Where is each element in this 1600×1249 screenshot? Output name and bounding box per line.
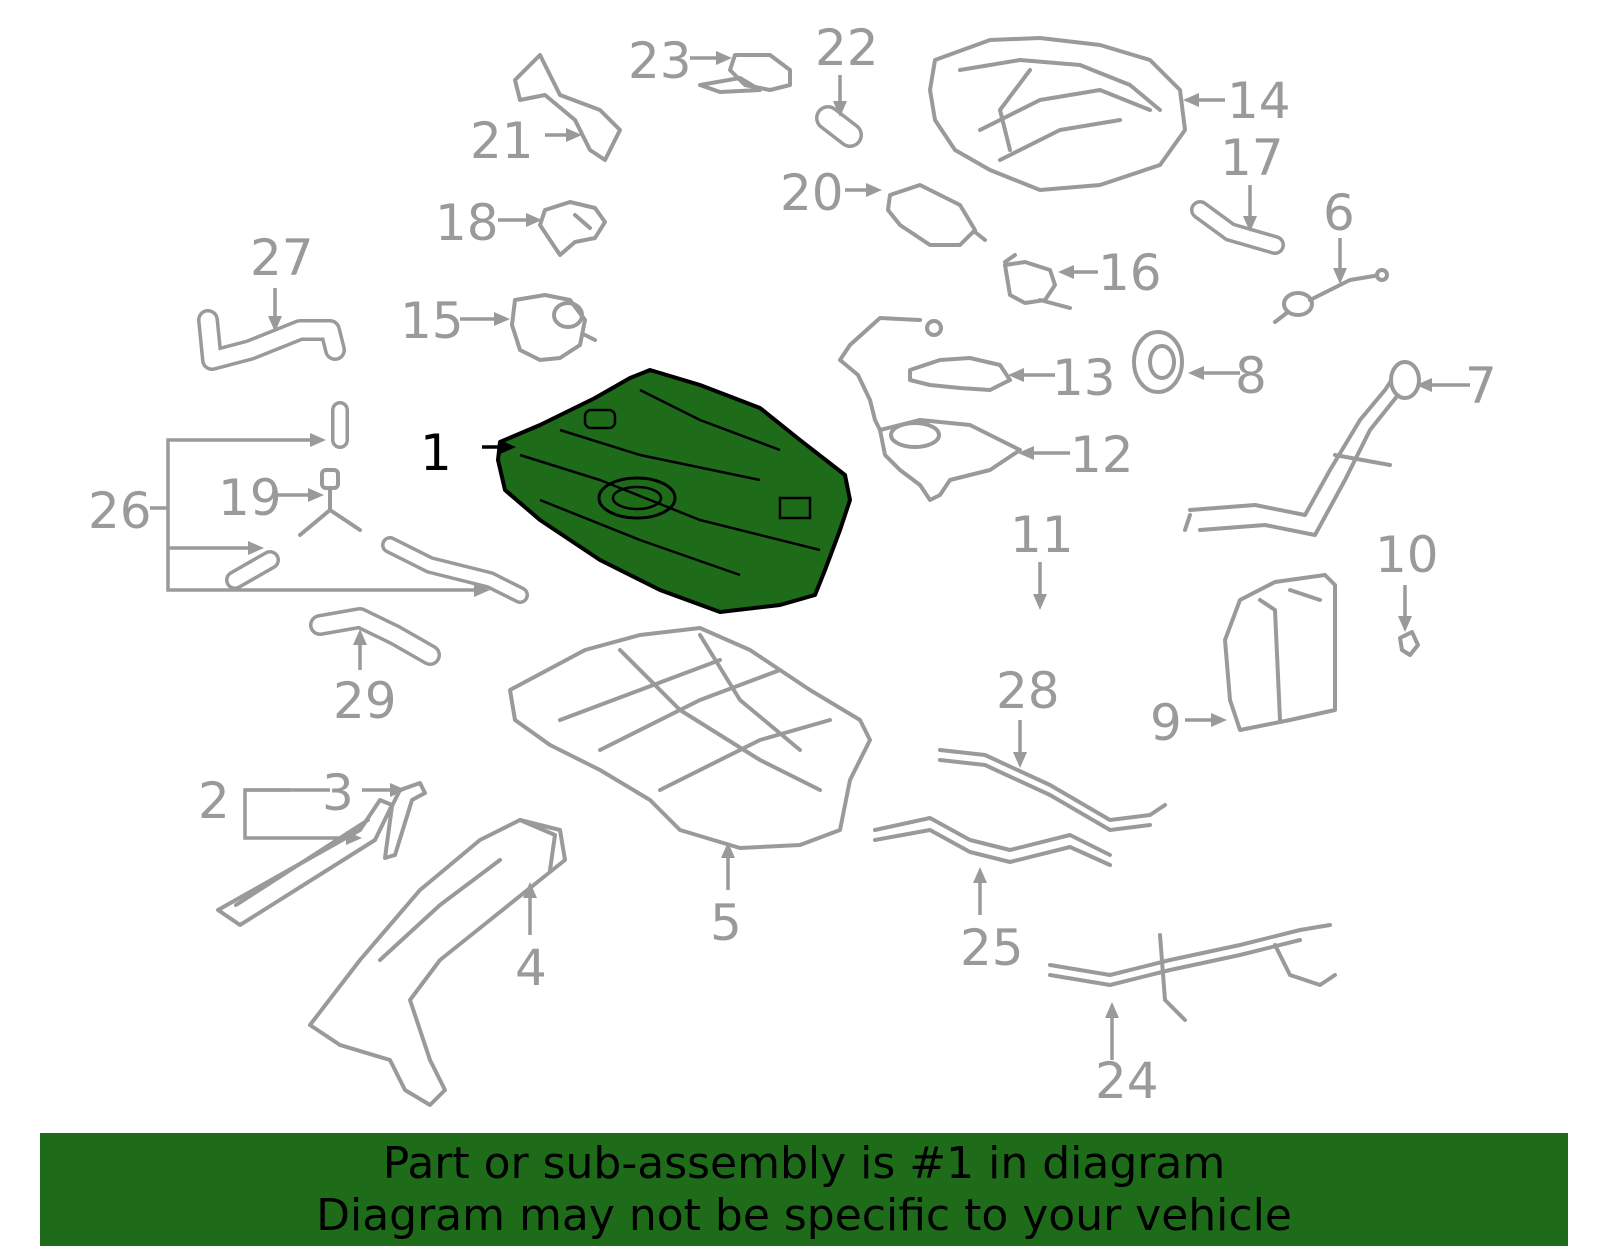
part-10-clip[interactable]	[1398, 630, 1420, 657]
part-26-hose-set[interactable]	[225, 401, 529, 604]
part-5-skid-plate[interactable]	[508, 626, 872, 850]
callout-4: 4	[515, 939, 547, 997]
callout-16: 16	[1098, 244, 1162, 302]
callout-12: 12	[1070, 426, 1134, 484]
callout-29: 29	[333, 672, 397, 730]
part-16-check-valve[interactable]	[1003, 253, 1072, 310]
part-12-pump-assembly[interactable]	[878, 418, 1022, 502]
callout-17: 17	[1220, 129, 1284, 187]
callout-19: 19	[218, 469, 282, 527]
callout-21: 21	[470, 112, 534, 170]
callout-8: 8	[1235, 347, 1267, 405]
callout-2: 2	[198, 772, 230, 830]
part-18-vent-valve[interactable]	[538, 200, 607, 257]
callout-3: 3	[322, 764, 354, 822]
part-13-sender-unit[interactable]	[838, 316, 1012, 432]
callout-26: 26	[88, 482, 152, 540]
part-28-pipe[interactable]	[938, 748, 1167, 832]
part-14-tank-cover[interactable]	[928, 36, 1187, 192]
callout-15: 15	[400, 292, 464, 350]
callout-27: 27	[250, 229, 314, 287]
callout-23: 23	[628, 32, 692, 90]
callout-5: 5	[710, 894, 742, 952]
part-24-pipe[interactable]	[1048, 923, 1337, 1022]
part-27-hose[interactable]	[197, 309, 346, 371]
part-29-hose[interactable]	[309, 607, 441, 666]
callout-25: 25	[960, 919, 1024, 977]
part-7-filler-neck[interactable]	[1183, 360, 1421, 537]
info-banner: Part or sub-assembly is #1 in diagram Di…	[40, 1133, 1568, 1246]
callout-7: 7	[1465, 357, 1497, 415]
part-21-bracket[interactable]	[513, 53, 622, 162]
part-1-fuel-tank[interactable]	[496, 368, 852, 614]
callout-20: 20	[780, 164, 844, 222]
callout-22: 22	[815, 19, 879, 77]
callout-14: 14	[1227, 72, 1291, 130]
callout-1: 1	[420, 424, 452, 482]
part-20-fuel-pump[interactable]	[886, 183, 987, 247]
banner-line-2: Diagram may not be specific to your vehi…	[316, 1189, 1292, 1241]
part-8-gasket[interactable]	[1132, 330, 1184, 394]
banner-line-1: Part or sub-assembly is #1 in diagram	[382, 1137, 1226, 1189]
callout-10: 10	[1375, 526, 1439, 584]
part-11-hose[interactable]	[998, 593, 1077, 647]
callout-13: 13	[1052, 349, 1116, 407]
part-9-filler-housing[interactable]	[1223, 573, 1337, 732]
callout-6: 6	[1323, 184, 1355, 242]
part-6-sensor[interactable]	[1273, 268, 1389, 324]
part-4-heat-shield[interactable]	[308, 818, 567, 1107]
part-17-hose[interactable]	[1190, 200, 1285, 255]
callout-28: 28	[996, 662, 1060, 720]
callout-18: 18	[435, 194, 499, 252]
callout-11: 11	[1010, 506, 1074, 564]
part-22-tube[interactable]	[815, 105, 863, 148]
part-3-bolt[interactable]	[383, 781, 427, 860]
part-15-valve[interactable]	[510, 293, 597, 362]
part-19-connector[interactable]	[298, 468, 362, 537]
callout-9: 9	[1150, 694, 1182, 752]
part-25-pipe[interactable]	[873, 816, 1112, 867]
part-23-solenoid[interactable]	[698, 53, 792, 94]
callout-24: 24	[1095, 1052, 1159, 1110]
